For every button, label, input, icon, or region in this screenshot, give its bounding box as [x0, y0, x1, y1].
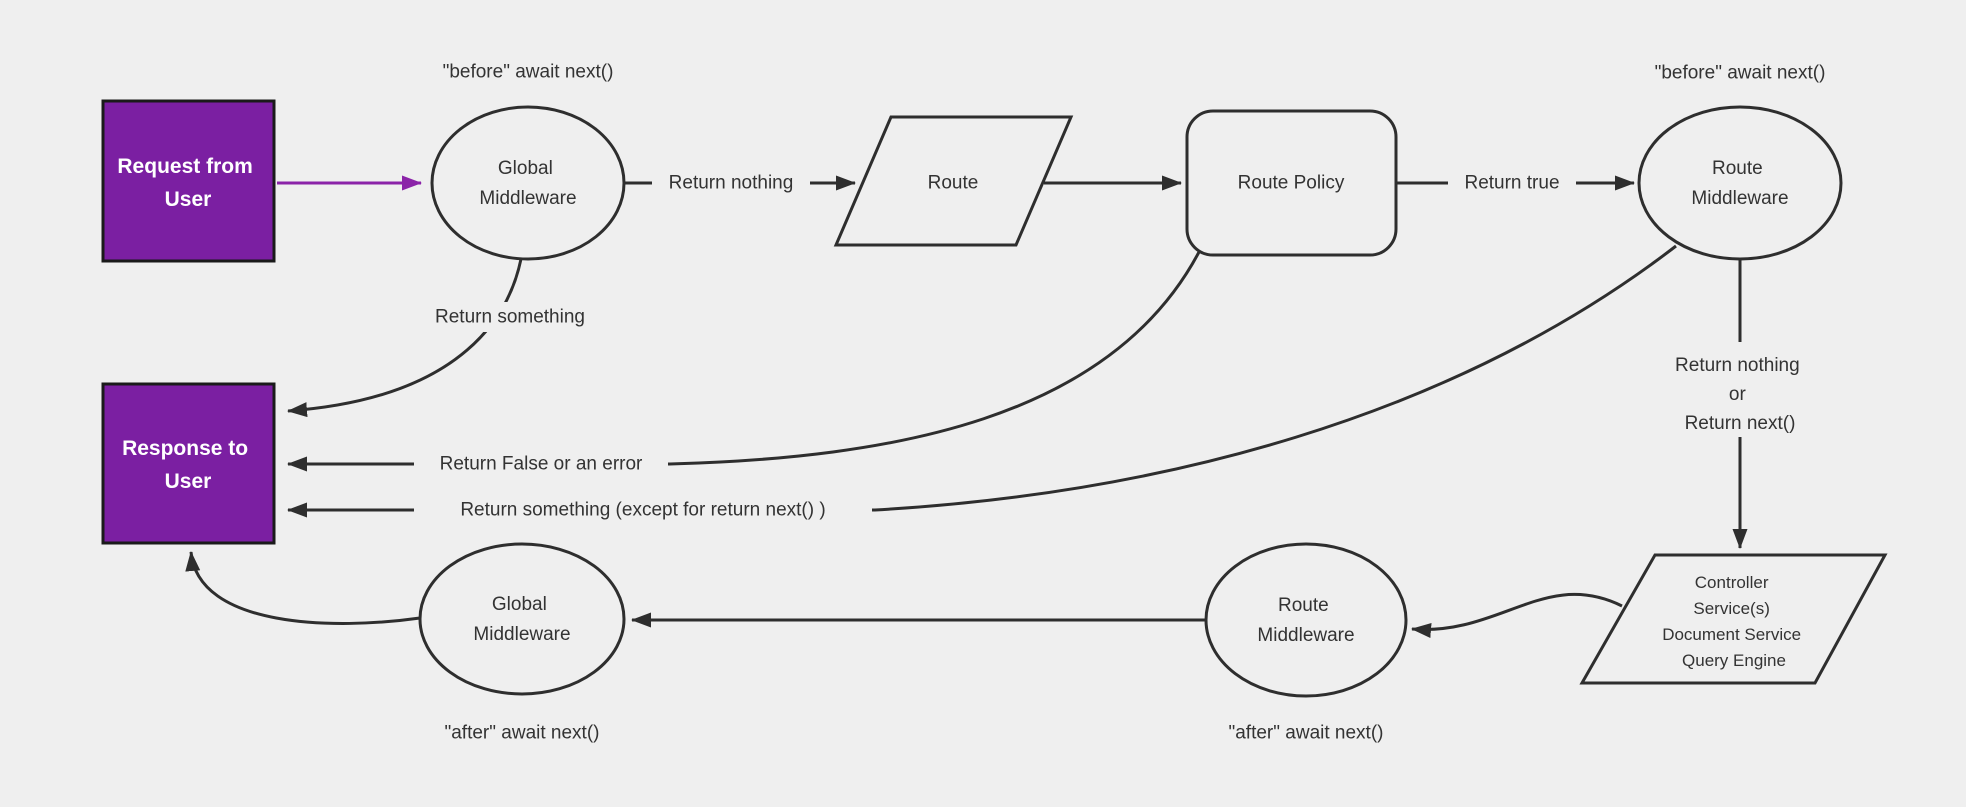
- label-return-something-except: Return something (except for return next…: [460, 500, 825, 521]
- node-controller-services: [1579, 553, 1888, 685]
- node-route-label: Route: [928, 173, 979, 194]
- label-return-false-or-error: Return False or an error: [440, 454, 643, 475]
- edge-route-policy-to-response: [287, 251, 1201, 472]
- label-before-await-next-left: "before" await next(): [443, 62, 614, 83]
- node-global-middleware-top-label: Global Middleware: [479, 158, 576, 209]
- node-request-from-user-label: Request from User: [117, 155, 258, 211]
- node-route-middleware-top-label: Route Middleware: [1691, 158, 1788, 209]
- node-route-middleware-top: [1637, 105, 1843, 261]
- edge-route-mw-to-response: [287, 244, 1677, 518]
- node-route-middleware-bottom: [1204, 542, 1408, 698]
- node-global-middleware-bottom: [418, 542, 626, 696]
- node-route-policy-label: Route Policy: [1238, 173, 1345, 194]
- label-bg-return-something: [424, 302, 596, 332]
- node-response-to-user: [101, 382, 276, 545]
- label-before-await-next-right: "before" await next(): [1655, 63, 1826, 84]
- label-return-nothing-or-next: Return nothing or Return next(): [1675, 355, 1805, 434]
- edge-controller-to-route-mw-bottom: [1411, 593, 1623, 638]
- label-bg-return-false: [414, 449, 668, 479]
- node-request-from-user: [101, 99, 276, 263]
- label-return-something: Return something: [435, 307, 585, 328]
- node-route-middleware-bottom-label: Route Middleware: [1257, 595, 1354, 646]
- edge-global-mw-to-response: [287, 258, 523, 418]
- node-response-to-user-label: Response to User: [122, 437, 254, 493]
- node-controller-services-label: Controller Service(s) Document Service Q…: [1662, 573, 1806, 670]
- label-return-true: Return true: [1464, 173, 1559, 194]
- label-return-nothing-top: Return nothing: [669, 173, 794, 194]
- label-bg-return-something-except: [414, 495, 872, 525]
- node-route-policy: [1185, 109, 1398, 257]
- node-route: [833, 115, 1074, 247]
- node-global-middleware-bottom-label: Global Middleware: [473, 594, 570, 645]
- label-after-await-next-right: "after" await next(): [1229, 723, 1384, 744]
- node-global-middleware-top: [430, 105, 626, 261]
- label-after-await-next-left: "after" await next(): [445, 723, 600, 744]
- edge-global-mw-bottom-to-response: [185, 551, 421, 625]
- label-bg-return-nothing-top: [652, 168, 810, 198]
- label-bg-return-true: [1448, 168, 1576, 198]
